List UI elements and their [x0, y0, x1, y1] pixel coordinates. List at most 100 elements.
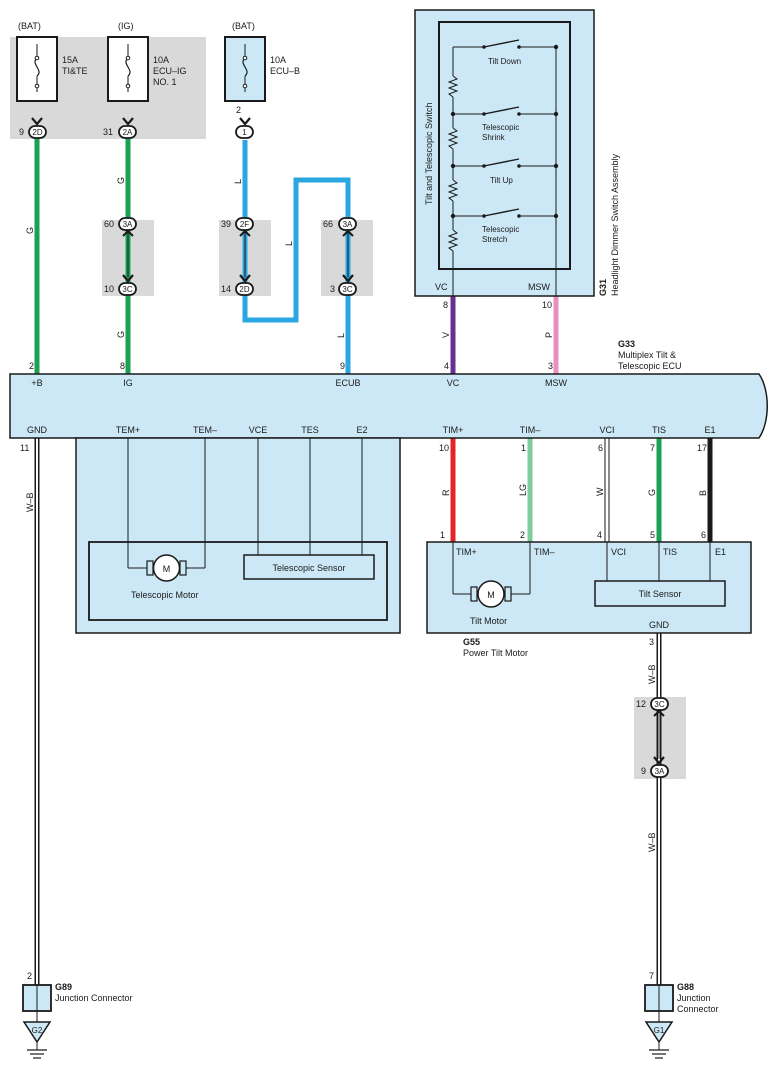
fuse3-out-pin: 2	[236, 105, 241, 115]
g31-pin-msw-no: 10	[542, 300, 552, 310]
ecu-pin-tis-no: 7	[650, 443, 655, 453]
ecu-pin-vci-no: 6	[598, 443, 603, 453]
fuse2-rating: 10A	[153, 55, 169, 65]
ecu-pin-tim-plus-label: TIM+	[443, 425, 464, 435]
tilt-sensor-box	[594, 580, 726, 607]
wire-label-l3: L	[336, 333, 346, 338]
svg-text:7: 7	[649, 971, 654, 981]
switch-assembly-g31: Tilt and Telescopic Switch Tilt Down	[414, 9, 595, 297]
fuse2-source-label: (IG)	[118, 21, 134, 31]
wire-label-g1: G	[25, 227, 35, 234]
svg-text:3C: 3C	[342, 285, 352, 294]
fuse2-name2: NO. 1	[153, 77, 177, 87]
ecu-pin-tem-minus-label: TEM–	[193, 425, 217, 435]
svg-text:G2: G2	[32, 1026, 43, 1035]
svg-text:2F: 2F	[240, 220, 249, 229]
svg-text:5: 5	[650, 530, 655, 540]
svg-text:31: 31	[103, 127, 113, 137]
svg-text:10: 10	[104, 284, 114, 294]
svg-text:Tilt Down: Tilt Down	[488, 57, 521, 66]
svg-text:G89: G89	[55, 982, 72, 992]
wire-label-v: V	[441, 332, 451, 338]
svg-text:2A: 2A	[123, 128, 133, 137]
ecu-pin-tes-label: TES	[301, 425, 319, 435]
svg-text:4: 4	[597, 530, 602, 540]
junction-connector-2: 2F 39 2D 14	[221, 217, 254, 296]
fuse1-rating: 15A	[62, 55, 78, 65]
ecu-pin-msw-no: 3	[548, 361, 553, 371]
svg-text:3A: 3A	[343, 220, 353, 229]
wire-label-g2: G	[116, 177, 126, 184]
svg-text:12: 12	[636, 699, 646, 709]
wire-label-wb2: W–B	[647, 664, 657, 684]
tilt-motor-unit-g55: 1 2 4 5 6 TIM+ TIM– VCI TIS E1 M Tilt Mo…	[426, 530, 752, 634]
fuse-ecu-ig-no1: (IG) 10A ECU–IG NO. 1	[107, 21, 187, 102]
svg-text:Telescopic: Telescopic	[482, 225, 519, 234]
ecu-pin-tem-plus-label: TEM+	[116, 425, 140, 435]
svg-text:Junction: Junction	[677, 993, 711, 1003]
tilt-gnd-pin: 3	[649, 637, 654, 647]
ecu-pin-e2-label: E2	[356, 425, 367, 435]
ecu-pin-b-no: 2	[29, 361, 34, 371]
wire-label-g3: G	[116, 331, 126, 338]
ecu-pin-ecub-label: ECUB	[335, 378, 360, 388]
ground-g89: 2 G89 Junction Connector G2	[22, 971, 133, 1059]
telescopic-unit: M Telescopic Motor Telescopic Sensor	[75, 437, 401, 634]
svg-text:9: 9	[19, 127, 24, 137]
ecu-pin-tim-plus-no: 10	[439, 443, 449, 453]
svg-text:66: 66	[323, 219, 333, 229]
ecu-pin-ecub-no: 9	[340, 361, 345, 371]
svg-text:Stretch: Stretch	[482, 235, 507, 244]
connector-2d-fuse1: 2D 9	[19, 116, 47, 139]
svg-text:39: 39	[221, 219, 231, 229]
svg-text:14: 14	[221, 284, 231, 294]
ground-g88: 7 G88 Junction Connector G1	[644, 971, 719, 1059]
svg-text:60: 60	[104, 219, 114, 229]
tilt-motor-icon	[477, 580, 505, 608]
ecu-pin-e1-label: E1	[704, 425, 715, 435]
fuse3-name: ECU–B	[270, 66, 300, 76]
g31-code: G31	[598, 279, 608, 296]
svg-text:TIM+: TIM+	[456, 547, 477, 557]
tilt-sensor-label: Tilt Sensor	[639, 589, 682, 599]
telescopic-sensor-box	[243, 554, 375, 580]
switch-inner-label: Tilt and Telescopic Switch	[424, 102, 434, 205]
wire-label-wb3: W–B	[647, 832, 657, 852]
switch-telescopic-stretch: Telescopic Stretch	[450, 208, 559, 244]
telescopic-sensor-label: Telescopic Sensor	[272, 563, 345, 573]
svg-text:3A: 3A	[655, 767, 665, 776]
junction-connector-1: 3A 60 3C 10	[104, 217, 137, 296]
svg-text:M: M	[487, 590, 495, 600]
fuse3-source-label: (BAT)	[232, 21, 255, 31]
fuse1-name: TI&TE	[62, 66, 88, 76]
svg-text:1: 1	[440, 530, 445, 540]
tilt-gnd-label: GND	[649, 620, 670, 630]
svg-text:E1: E1	[715, 547, 726, 557]
ecu-pin-vc-label: VC	[447, 378, 460, 388]
svg-text:M: M	[163, 564, 171, 574]
ecu-pin-ig-label: IG	[123, 378, 133, 388]
tilt-motor-label: Tilt Motor	[470, 616, 507, 626]
ecu-pin-vc-no: 4	[444, 361, 449, 371]
wire-label-l2: L	[284, 241, 294, 246]
g31-pin-vc-label: VC	[435, 282, 448, 292]
wire-label-w: W	[595, 487, 605, 496]
svg-text:Junction Connector: Junction Connector	[55, 993, 133, 1003]
switch-telescopic-shrink: Telescopic Shrink	[450, 106, 559, 142]
junction-connector-4: 3C 12 3A 9	[636, 697, 669, 778]
svg-text:6: 6	[701, 530, 706, 540]
svg-text:G88: G88	[677, 982, 694, 992]
telescopic-motor-icon	[152, 554, 181, 582]
ecu-name2: Telescopic ECU	[618, 361, 682, 371]
fuse2-name: ECU–IG	[153, 66, 187, 76]
wire-label-g4: G	[647, 489, 657, 496]
g31-pin-vc-no: 8	[443, 300, 448, 310]
svg-text:Connector: Connector	[677, 1004, 719, 1014]
ecu-pin-ig-no: 8	[120, 361, 125, 371]
wire-label-p: P	[544, 332, 554, 338]
ecu-body	[9, 373, 768, 439]
switch-tilt-down: Tilt Down	[453, 39, 559, 66]
svg-text:TIS: TIS	[663, 547, 677, 557]
ecu-pin-vce-label: VCE	[249, 425, 268, 435]
ecu-pin-b-label: +B	[31, 378, 42, 388]
